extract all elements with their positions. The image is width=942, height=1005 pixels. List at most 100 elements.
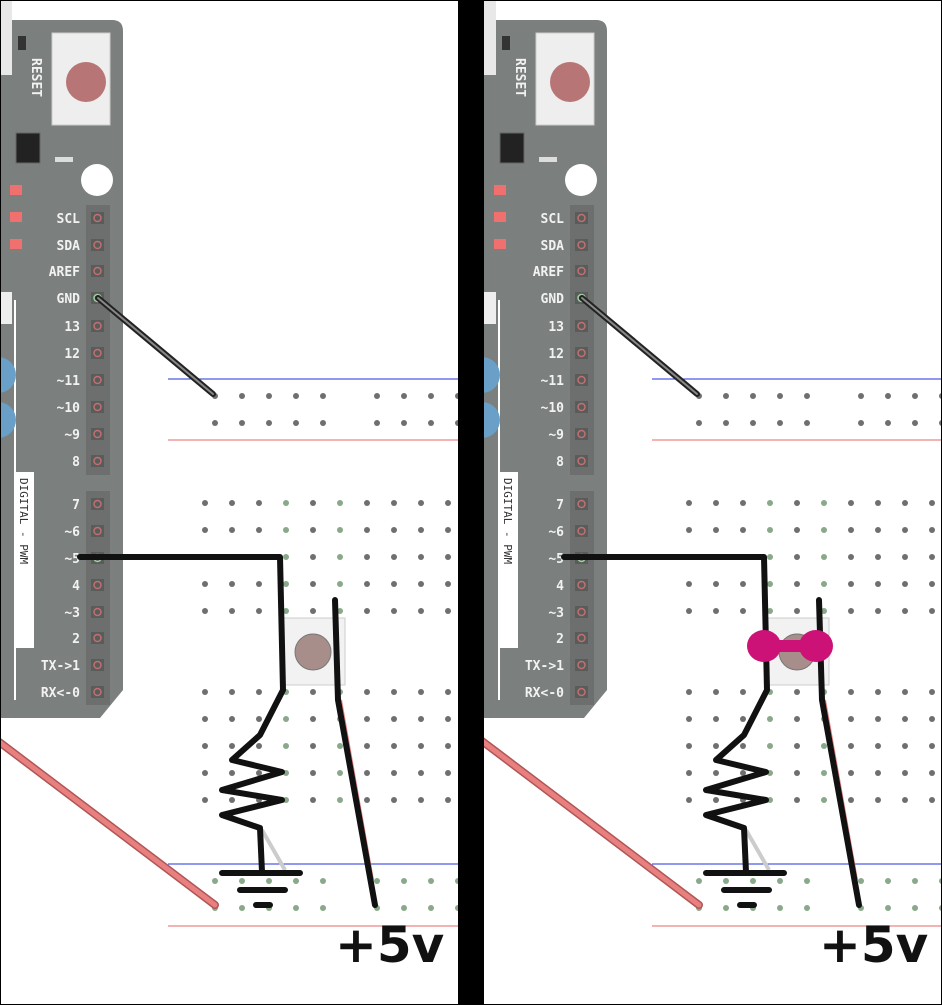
rail-hole — [293, 420, 299, 426]
breadboard-hole — [310, 743, 316, 749]
header-pin — [575, 455, 588, 467]
breadboard-hole — [713, 797, 719, 803]
header-pin — [575, 374, 588, 386]
breadboard-hole — [875, 770, 881, 776]
breadboard-hole — [686, 581, 692, 587]
led — [10, 185, 22, 195]
breadboard-hole — [418, 581, 424, 587]
breadboard-hole — [229, 716, 235, 722]
breadboard-hole — [310, 770, 316, 776]
breadboard-hole — [821, 797, 827, 803]
rail-hole — [804, 878, 810, 884]
header-pin-hole — [577, 266, 586, 276]
header-pin-hole — [577, 456, 586, 466]
breadboard-hole — [929, 500, 935, 506]
breadboard-hole — [767, 743, 773, 749]
header-pin-hole — [577, 402, 586, 412]
rail-hole — [750, 420, 756, 426]
smd-part — [484, 292, 496, 324]
breadboard-hole — [740, 716, 746, 722]
breadboard-hole — [229, 500, 235, 506]
rail-hole — [374, 393, 380, 399]
breadboard-hole — [202, 500, 208, 506]
rail-hole — [750, 393, 756, 399]
breadboard-hole — [256, 689, 262, 695]
breadboard-hole — [875, 743, 881, 749]
pin-label: ~5 — [548, 552, 564, 567]
breadboard-hole — [202, 797, 208, 803]
rail-hole — [858, 393, 864, 399]
header-pin-hole — [577, 348, 586, 358]
breadboard-hole — [337, 581, 343, 587]
breadboard-hole — [767, 527, 773, 533]
led — [494, 239, 506, 249]
header-pin-hole — [93, 580, 102, 590]
rail-hole — [885, 393, 891, 399]
rail-hole — [723, 905, 729, 911]
breadboard-hole — [794, 527, 800, 533]
breadboard-hole — [902, 608, 908, 614]
header-pin-hole — [93, 456, 102, 466]
smd-part — [0, 292, 12, 324]
resistor-lead — [744, 829, 771, 871]
rail-hole — [401, 420, 407, 426]
rail-hole — [266, 878, 272, 884]
section-label: DIGITAL - PWM — [501, 478, 514, 564]
power-wire — [0, 739, 218, 908]
breadboard-hole — [794, 797, 800, 803]
rail-hole — [428, 393, 434, 399]
rail-hole — [696, 878, 702, 884]
breadboard-hole — [740, 608, 746, 614]
ground-wire-highlight — [581, 297, 698, 395]
breadboard-hole — [794, 743, 800, 749]
breadboard-hole — [929, 797, 935, 803]
push-button-cap — [294, 633, 332, 671]
breadboard-hole — [202, 581, 208, 587]
led — [10, 239, 22, 249]
breadboard-hole — [391, 797, 397, 803]
breadboard-hole — [337, 608, 343, 614]
header-pin — [575, 632, 588, 644]
rail-hole — [428, 905, 434, 911]
breadboard-hole — [256, 527, 262, 533]
header-pin — [91, 212, 104, 224]
breadboard-hole — [740, 581, 746, 587]
header-pin — [575, 498, 588, 510]
breadboard-hole — [902, 554, 908, 560]
rail-hole — [320, 878, 326, 884]
breadboard-hole — [875, 797, 881, 803]
header-pin — [575, 212, 588, 224]
breadboard-hole — [364, 743, 370, 749]
pin-label: RX<-0 — [525, 686, 564, 701]
header-pin — [91, 428, 104, 440]
rail-hole — [885, 420, 891, 426]
breadboard-hole — [229, 527, 235, 533]
smd-part — [502, 36, 510, 50]
breadboard-hole — [848, 716, 854, 722]
section-label-box — [498, 472, 518, 648]
header-pin-hole — [93, 526, 102, 536]
header-pin-hole — [93, 321, 102, 331]
header-pin — [91, 686, 104, 698]
breadboard-hole — [391, 608, 397, 614]
pin-label: AREF — [533, 265, 564, 280]
breadboard-hole — [391, 689, 397, 695]
header-pin-hole — [93, 348, 102, 358]
breadboard-hole — [686, 797, 692, 803]
breadboard-hole — [445, 770, 451, 776]
breadboard-hole — [713, 743, 719, 749]
breadboard-hole — [202, 743, 208, 749]
breadboard-hole — [337, 743, 343, 749]
breadboard-hole — [686, 770, 692, 776]
breadboard-hole — [418, 797, 424, 803]
breadboard-hole — [794, 500, 800, 506]
breadboard-hole — [202, 689, 208, 695]
breadboard-hole — [310, 716, 316, 722]
breadboard-hole — [794, 716, 800, 722]
rail-hole — [804, 420, 810, 426]
rail-hole — [696, 420, 702, 426]
breadboard-hole — [902, 797, 908, 803]
breadboard-hole — [256, 500, 262, 506]
breadboard-hole — [875, 608, 881, 614]
breadboard-hole — [794, 581, 800, 587]
